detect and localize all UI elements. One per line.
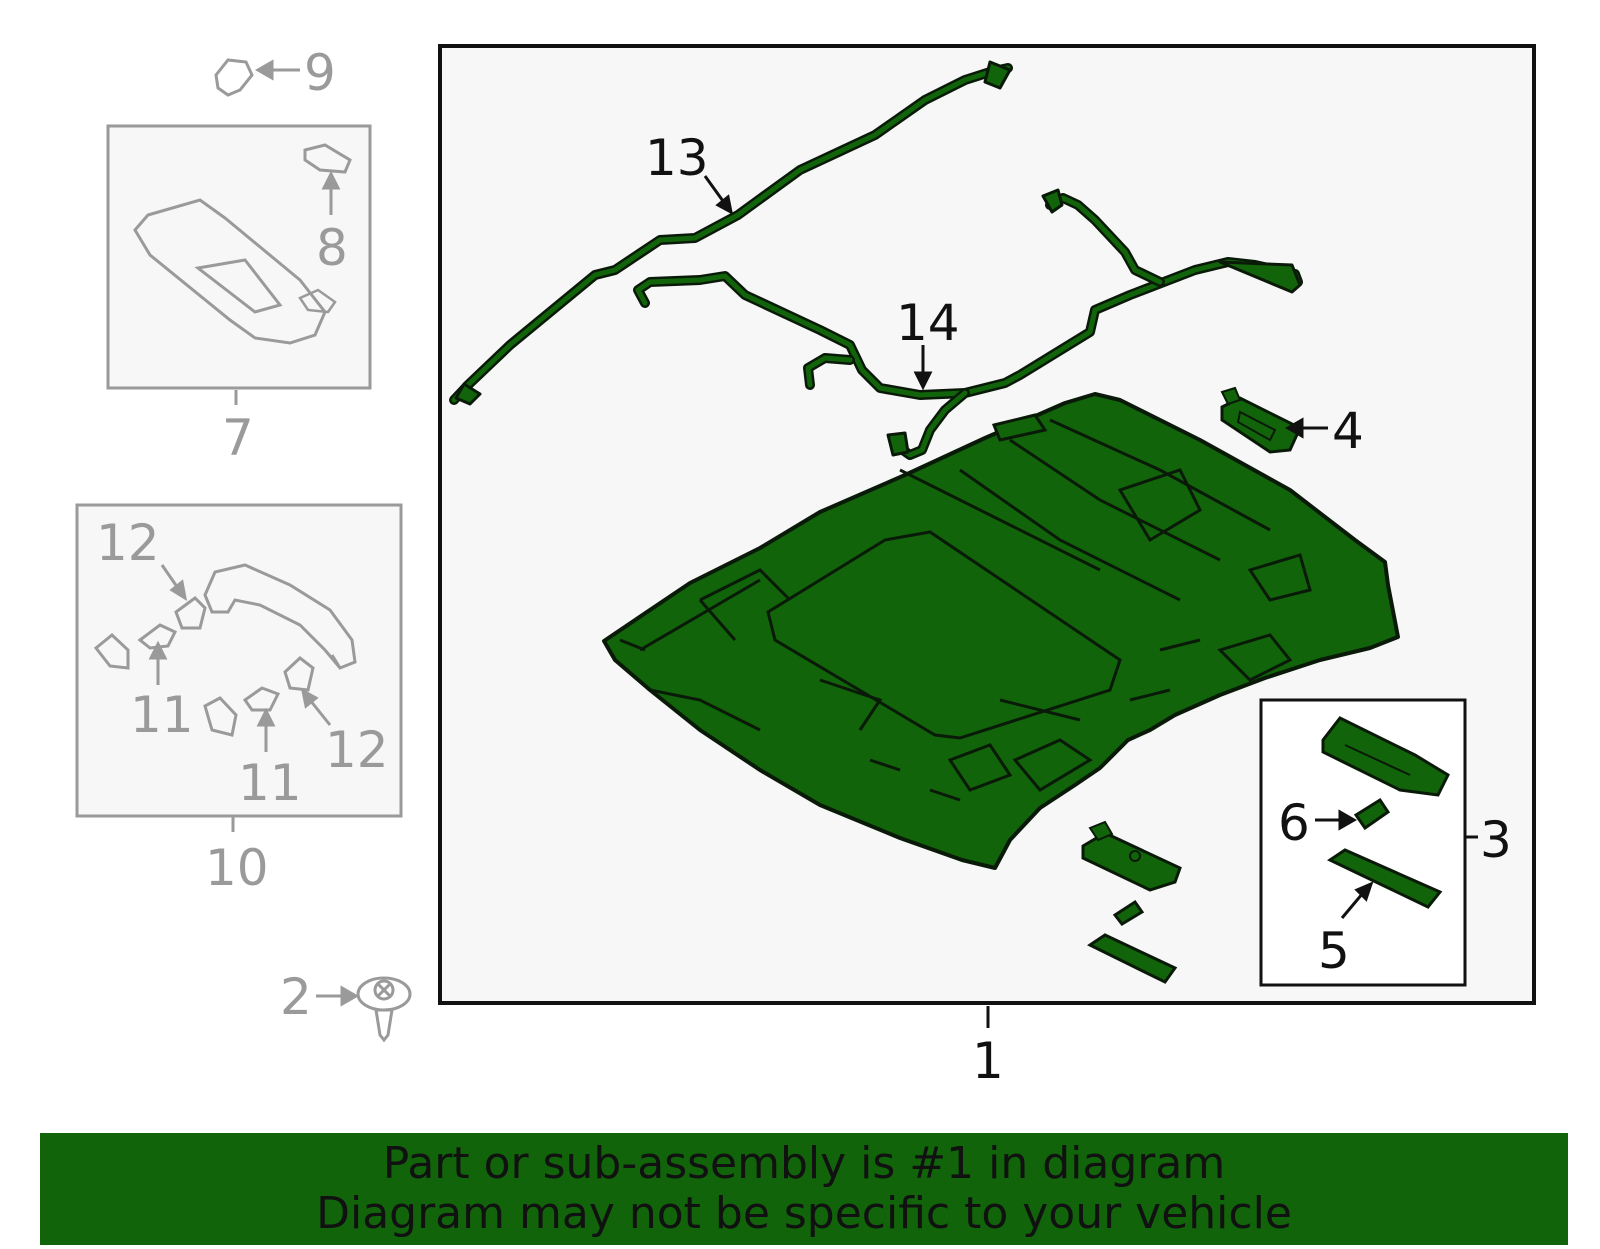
lower-lamp-bulb [1112,899,1145,926]
callout-2: 2 [280,968,312,1026]
visor-hinge-clip [298,288,337,314]
callout-8: 8 [316,219,348,277]
info-banner: Part or sub-assembly is #1 in diagram Di… [40,1133,1568,1245]
headliner-part [602,392,1400,870]
callout-3: 3 [1480,811,1512,869]
headliner-front-bracket [991,413,1048,442]
headliner-detail-lines [619,418,1312,802]
lower-lamp-lens [1087,933,1178,984]
callout-7: 7 [222,409,254,467]
banner-line-1: Part or sub-assembly is #1 in diagram [382,1138,1226,1189]
wiring-harness-14 [633,188,1303,460]
visor-clip-8 [303,143,352,174]
grab-handle-clips-11 [93,623,281,737]
lens-5 [1326,848,1443,909]
callout-1: 1 [972,1032,1004,1090]
lower-lamp-housing [1081,820,1182,892]
callout-6: 6 [1278,794,1310,852]
screw-2 [356,976,412,1043]
bulb-6 [1353,797,1391,831]
banner-line-2: Diagram may not be specific to your vehi… [316,1188,1292,1239]
info-banner-bg [40,1133,1568,1245]
callout-11-left: 11 [130,686,194,744]
sun-visor-7 [133,198,327,345]
dome-lamp-4 [1220,386,1302,454]
callout-5: 5 [1318,922,1350,980]
callout-11-bottom: 11 [238,754,302,812]
grab-handle-caps-12 [174,596,315,692]
callout-13: 13 [645,129,709,187]
callout-4: 4 [1332,402,1364,460]
clip-9 [214,58,254,97]
wiring-harness-13 [449,60,1013,406]
lamp-assembly-3-housing [1321,716,1450,797]
callout-14: 14 [896,294,960,352]
leader-lines [148,59,1478,1028]
callout-10: 10 [205,839,269,897]
callout-12-bottom: 12 [325,721,389,779]
callout-12-top: 12 [96,514,160,572]
sunroof-opening [766,530,1122,740]
callout-9: 9 [304,44,336,102]
grab-handle-10 [203,563,357,670]
